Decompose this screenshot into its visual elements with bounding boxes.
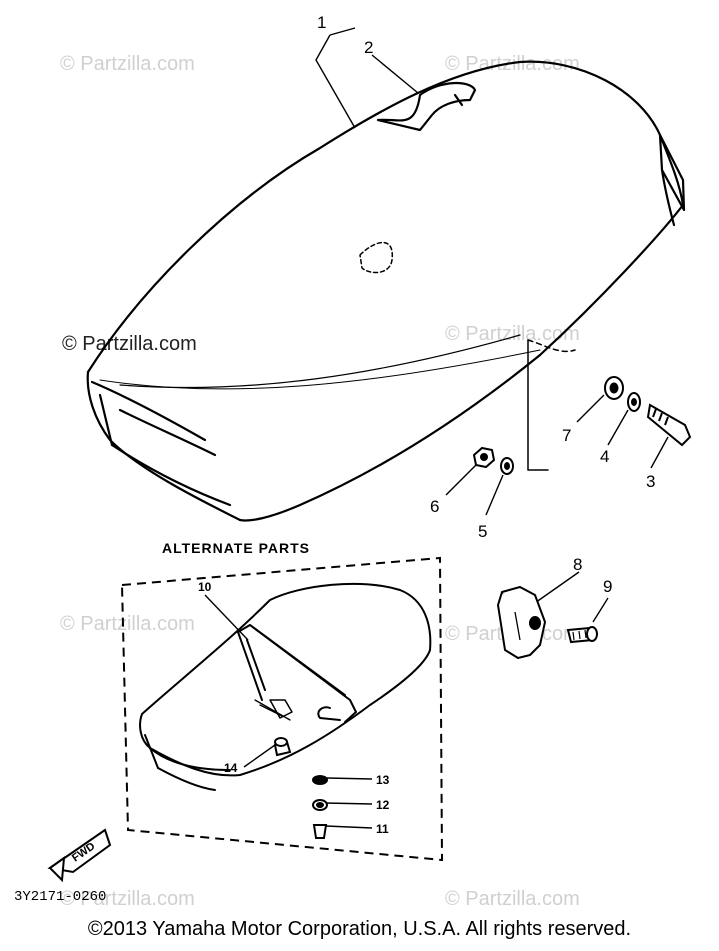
watermark: © Partzilla.com — [445, 323, 580, 345]
watermark: © Partzilla.com — [60, 888, 195, 910]
callout-9: 9 — [603, 577, 612, 596]
collar-part-7 — [604, 376, 624, 400]
callout-4: 4 — [600, 447, 609, 466]
stack-parts-11-13 — [312, 775, 328, 839]
callout-6: 6 — [430, 497, 439, 516]
alternate-seat — [139, 582, 432, 791]
callout-10: 10 — [198, 580, 212, 594]
callout-8: 8 — [573, 555, 582, 574]
watermark: © Partzilla.com — [62, 333, 197, 355]
washer-part-5 — [500, 457, 514, 475]
callout-12: 12 — [376, 798, 390, 812]
callout-11: 11 — [376, 822, 389, 836]
diagram-code: 3Y2171-0260 — [14, 889, 106, 905]
callout-5: 5 — [478, 522, 487, 541]
washer-part-4 — [627, 392, 641, 412]
main-seat — [86, 60, 686, 522]
screw-part-9 — [566, 626, 598, 644]
watermark: © Partzilla.com — [60, 53, 195, 75]
copyright-notice: ©2013 Yamaha Motor Corporation, U.S.A. A… — [87, 918, 632, 940]
watermark: © Partzilla.com — [445, 888, 580, 910]
rear-hardware — [472, 376, 692, 475]
latch-part-8 — [497, 586, 546, 659]
callout-13: 13 — [376, 773, 390, 787]
leader-lines — [204, 27, 669, 829]
callout-1: 1 — [317, 13, 326, 32]
bolt-part-3 — [646, 403, 692, 447]
callout-3: 3 — [646, 472, 655, 491]
bolt-part-14 — [273, 737, 292, 757]
washer-part-13 — [312, 775, 328, 785]
callout-2: 2 — [364, 38, 373, 57]
watermark: © Partzilla.com — [60, 613, 195, 635]
callout-7: 7 — [562, 426, 571, 445]
nut-part-6 — [472, 446, 496, 469]
fwd-arrow-icon: FWD — [47, 828, 112, 883]
screw-part-11 — [312, 824, 328, 839]
alternate-parts-title: ALTERNATE PARTS — [162, 540, 310, 556]
callout-14: 14 — [224, 761, 238, 775]
alternate-parts-box — [120, 556, 444, 862]
